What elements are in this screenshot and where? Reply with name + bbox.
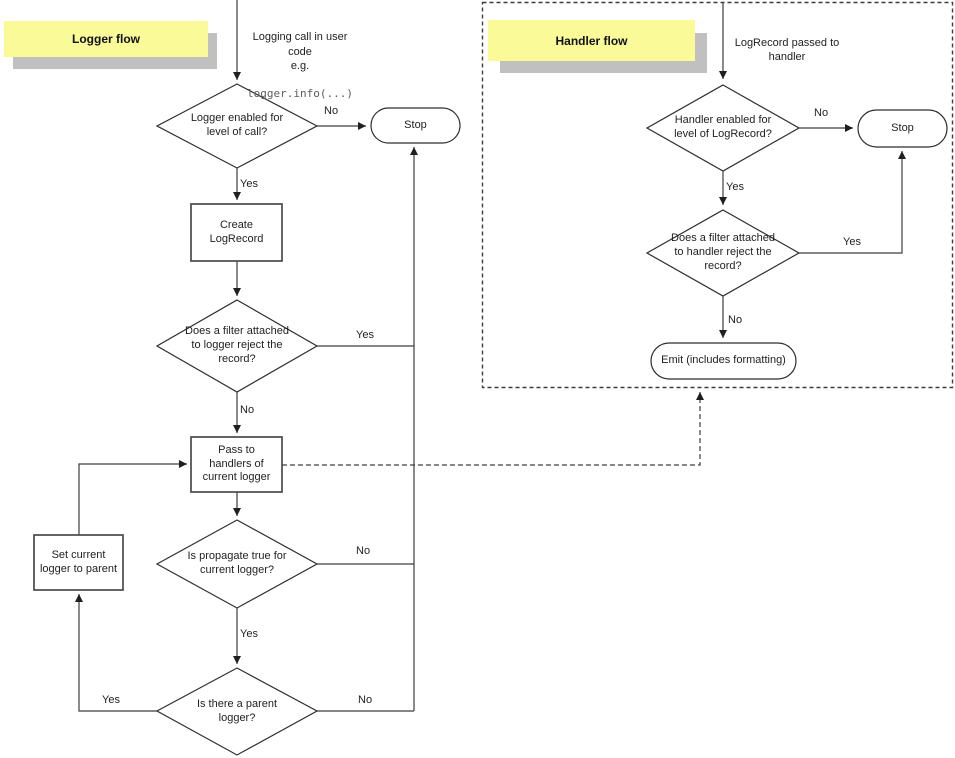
- edge-enabled-yes-label: Yes: [240, 178, 258, 190]
- edge-pass-to-handler-flow: [282, 392, 704, 466]
- terminator-stop-logger: [370, 107, 461, 144]
- decision-parent-logger: [155, 667, 319, 756]
- process-pass-to-handlers-label: Pass to handlers of current logger: [202, 443, 271, 484]
- edge-filter-no-label: No: [240, 404, 255, 416]
- decision-parent-logger-label: Is there a parent logger?: [196, 697, 278, 724]
- decision-handler-filter-label: Does a filter attached to handler reject…: [671, 232, 775, 272]
- decision-handler-enabled-label: Handler enabled for level of LogRecord?: [674, 114, 772, 140]
- edge-filter-yes-label: Yes: [356, 329, 374, 341]
- edge-propagate-no-label: No: [356, 545, 371, 557]
- edge-hfilter-yes-label: Yes: [843, 236, 861, 248]
- decision-propagate: [155, 519, 319, 609]
- decision-logger-enabled-label: Logger enabled for level of call?: [190, 112, 284, 138]
- process-create-logrecord-label: Create LogRecord: [209, 218, 264, 245]
- edge-hfilter-yes: [799, 151, 906, 254]
- handler-flow-boundary: [481, 1, 954, 389]
- terminator-emit: [650, 342, 797, 380]
- process-set-current-logger: [33, 534, 124, 591]
- edge-parent-yes-label: Yes: [102, 694, 120, 706]
- edge-parent-no-label: No: [358, 694, 373, 706]
- decision-logger-filter: [155, 299, 319, 393]
- decision-logger-enabled: [155, 83, 319, 169]
- logger-entry-note-code: logger.info(...): [247, 87, 353, 101]
- process-create-logrecord: [190, 203, 283, 262]
- process-set-current-logger-label: Set current logger to parent: [39, 548, 118, 575]
- terminator-emit-label: Emit (includes formatting): [661, 354, 786, 367]
- edge-propagate-yes-label: Yes: [240, 628, 258, 640]
- terminator-stop-handler-label: Stop: [891, 121, 914, 134]
- process-pass-to-handlers: [190, 436, 283, 493]
- edge-hfilter-no-label: No: [728, 314, 743, 326]
- logger-flow-title: Logger flow: [4, 21, 208, 57]
- terminator-stop-logger-label: Stop: [404, 118, 427, 131]
- terminator-stop-handler: [857, 109, 948, 148]
- handler-entry-note: LogRecord passed to handler: [734, 37, 840, 64]
- decision-handler-enabled: [645, 84, 801, 172]
- edge-parent-yes: [75, 594, 157, 712]
- edge-setparent-to-pass: [78, 460, 187, 535]
- edge-henabled-yes-label: Yes: [726, 181, 744, 193]
- decision-propagate-label: Is propagate true for current logger?: [187, 550, 287, 576]
- decision-handler-filter: [645, 209, 801, 297]
- logger-entry-note-text: Logging call in user code e.g.: [252, 31, 348, 72]
- handler-flow-title: Handler flow: [488, 20, 695, 61]
- logger-entry-note: Logging call in user code e.g. logger.in…: [238, 16, 362, 116]
- edge-henabled-no-label: No: [814, 107, 829, 119]
- edge-enabled-no-label: No: [324, 105, 339, 117]
- decision-logger-filter-label: Does a filter attached to logger reject …: [185, 325, 289, 365]
